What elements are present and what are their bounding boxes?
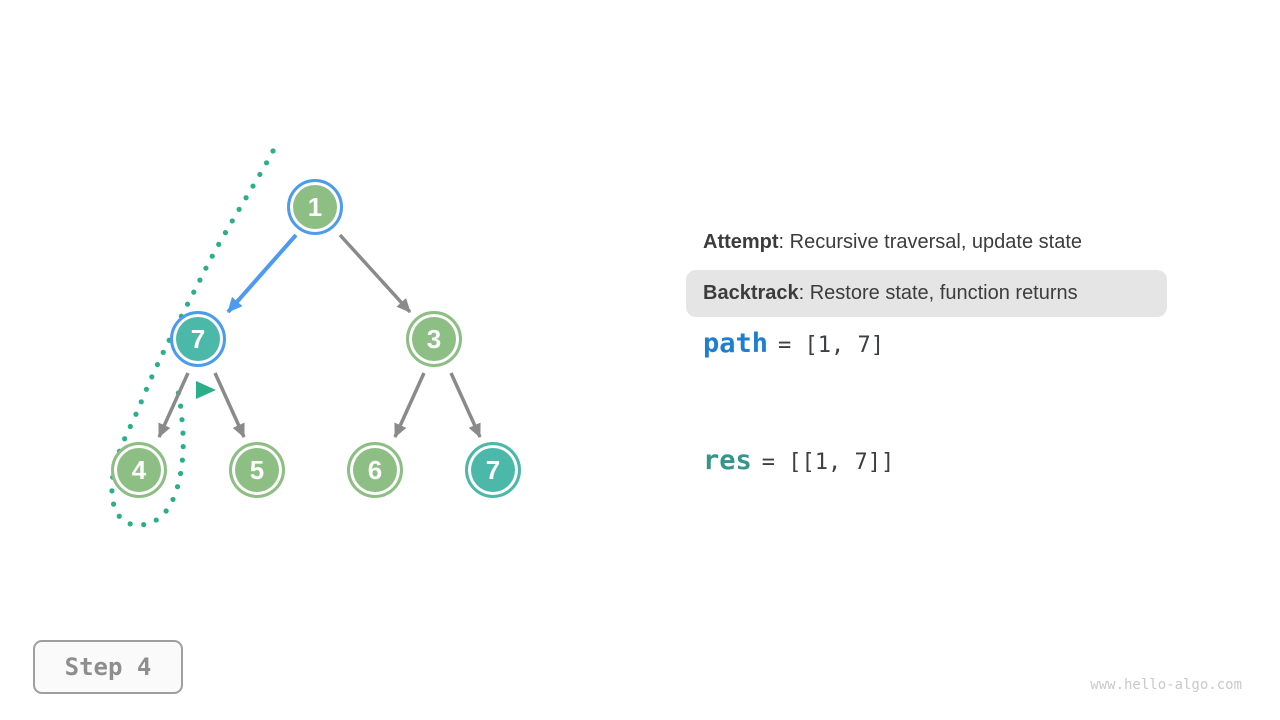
attempt-text: : Recursive traversal, update state <box>778 231 1083 253</box>
edge-7-5 <box>213 372 246 438</box>
tree-node-7-leaf: 7 <box>465 442 521 498</box>
edge-3-7 <box>449 372 482 438</box>
path-variable-value: = [1, 7] <box>778 333 884 358</box>
backtrack-text: : Restore state, function returns <box>798 282 1078 304</box>
attempt-label: Attempt <box>703 231 779 253</box>
edge-1-7-active <box>226 233 298 314</box>
tree-node-5: 5 <box>229 442 285 498</box>
edge-7-4 <box>157 372 190 438</box>
edge-1-3 <box>338 233 412 314</box>
step-indicator-label: Step 4 <box>64 653 152 681</box>
backtrack-trace-arrowhead-icon <box>196 381 216 399</box>
step-indicator-badge: Step 4 <box>33 640 183 694</box>
attempt-caption: Attempt: Recursive traversal, update sta… <box>703 231 1082 254</box>
tree-node-1-root: 1 <box>287 179 343 235</box>
tree-node-7-left: 7 <box>170 311 226 367</box>
res-variable-line: res = [[1, 7]] <box>703 445 894 476</box>
tree-node-3: 3 <box>406 311 462 367</box>
tree-node-6: 6 <box>347 442 403 498</box>
edge-3-6 <box>393 372 426 438</box>
path-variable-name: path <box>703 328 769 359</box>
backtrack-caption-highlighted: Backtrack: Restore state, function retur… <box>686 270 1167 317</box>
res-variable-value: = [[1, 7]] <box>761 450 895 475</box>
tree-node-4: 4 <box>111 442 167 498</box>
res-variable-name: res <box>703 445 752 476</box>
watermark-text: www.hello-algo.com <box>1090 677 1242 693</box>
path-variable-line: path = [1, 7] <box>703 328 884 359</box>
backtrack-label: Backtrack <box>703 282 799 304</box>
